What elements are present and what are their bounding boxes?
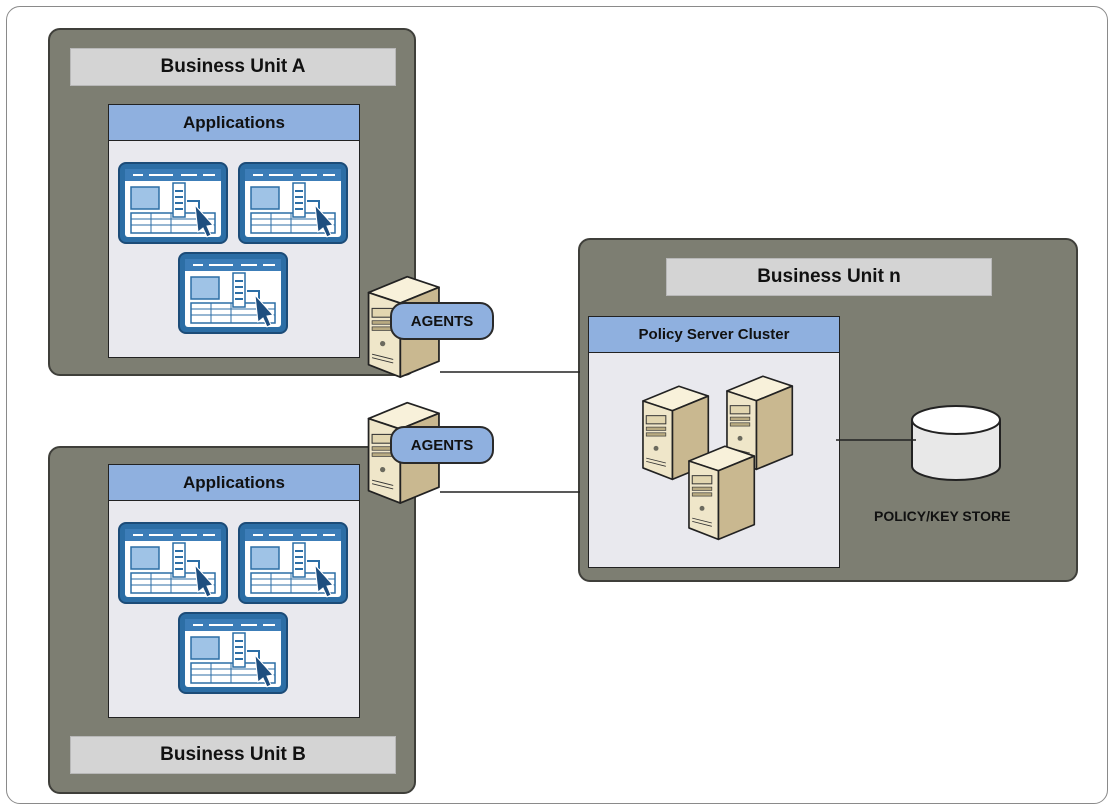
agents-badge-a: AGENTS: [390, 302, 494, 340]
agents-badge-b: AGENTS: [390, 426, 494, 464]
database-cylinder-icon: [911, 405, 1001, 481]
business-unit-b-title: Business Unit B: [70, 736, 396, 774]
policy-server-cluster-panel: Policy Server Cluster: [588, 316, 840, 568]
business-unit-a: Business Unit A Applications: [48, 28, 416, 376]
applications-panel-b: Applications: [108, 464, 360, 718]
server-tower-icon: [679, 443, 761, 541]
applications-panel-a: Applications: [108, 104, 360, 358]
applications-panel-a-header: Applications: [109, 105, 359, 141]
policy-server-cluster-header: Policy Server Cluster: [589, 317, 839, 353]
business-unit-n-title: Business Unit n: [666, 258, 992, 296]
business-unit-b: Applications Business Unit B: [48, 446, 416, 794]
business-unit-n: Business Unit n Policy Server Cluster: [578, 238, 1078, 582]
policy-key-store-label: POLICY/KEY STORE: [874, 508, 1011, 524]
business-unit-a-title: Business Unit A: [70, 48, 396, 86]
applications-panel-b-header: Applications: [109, 465, 359, 501]
